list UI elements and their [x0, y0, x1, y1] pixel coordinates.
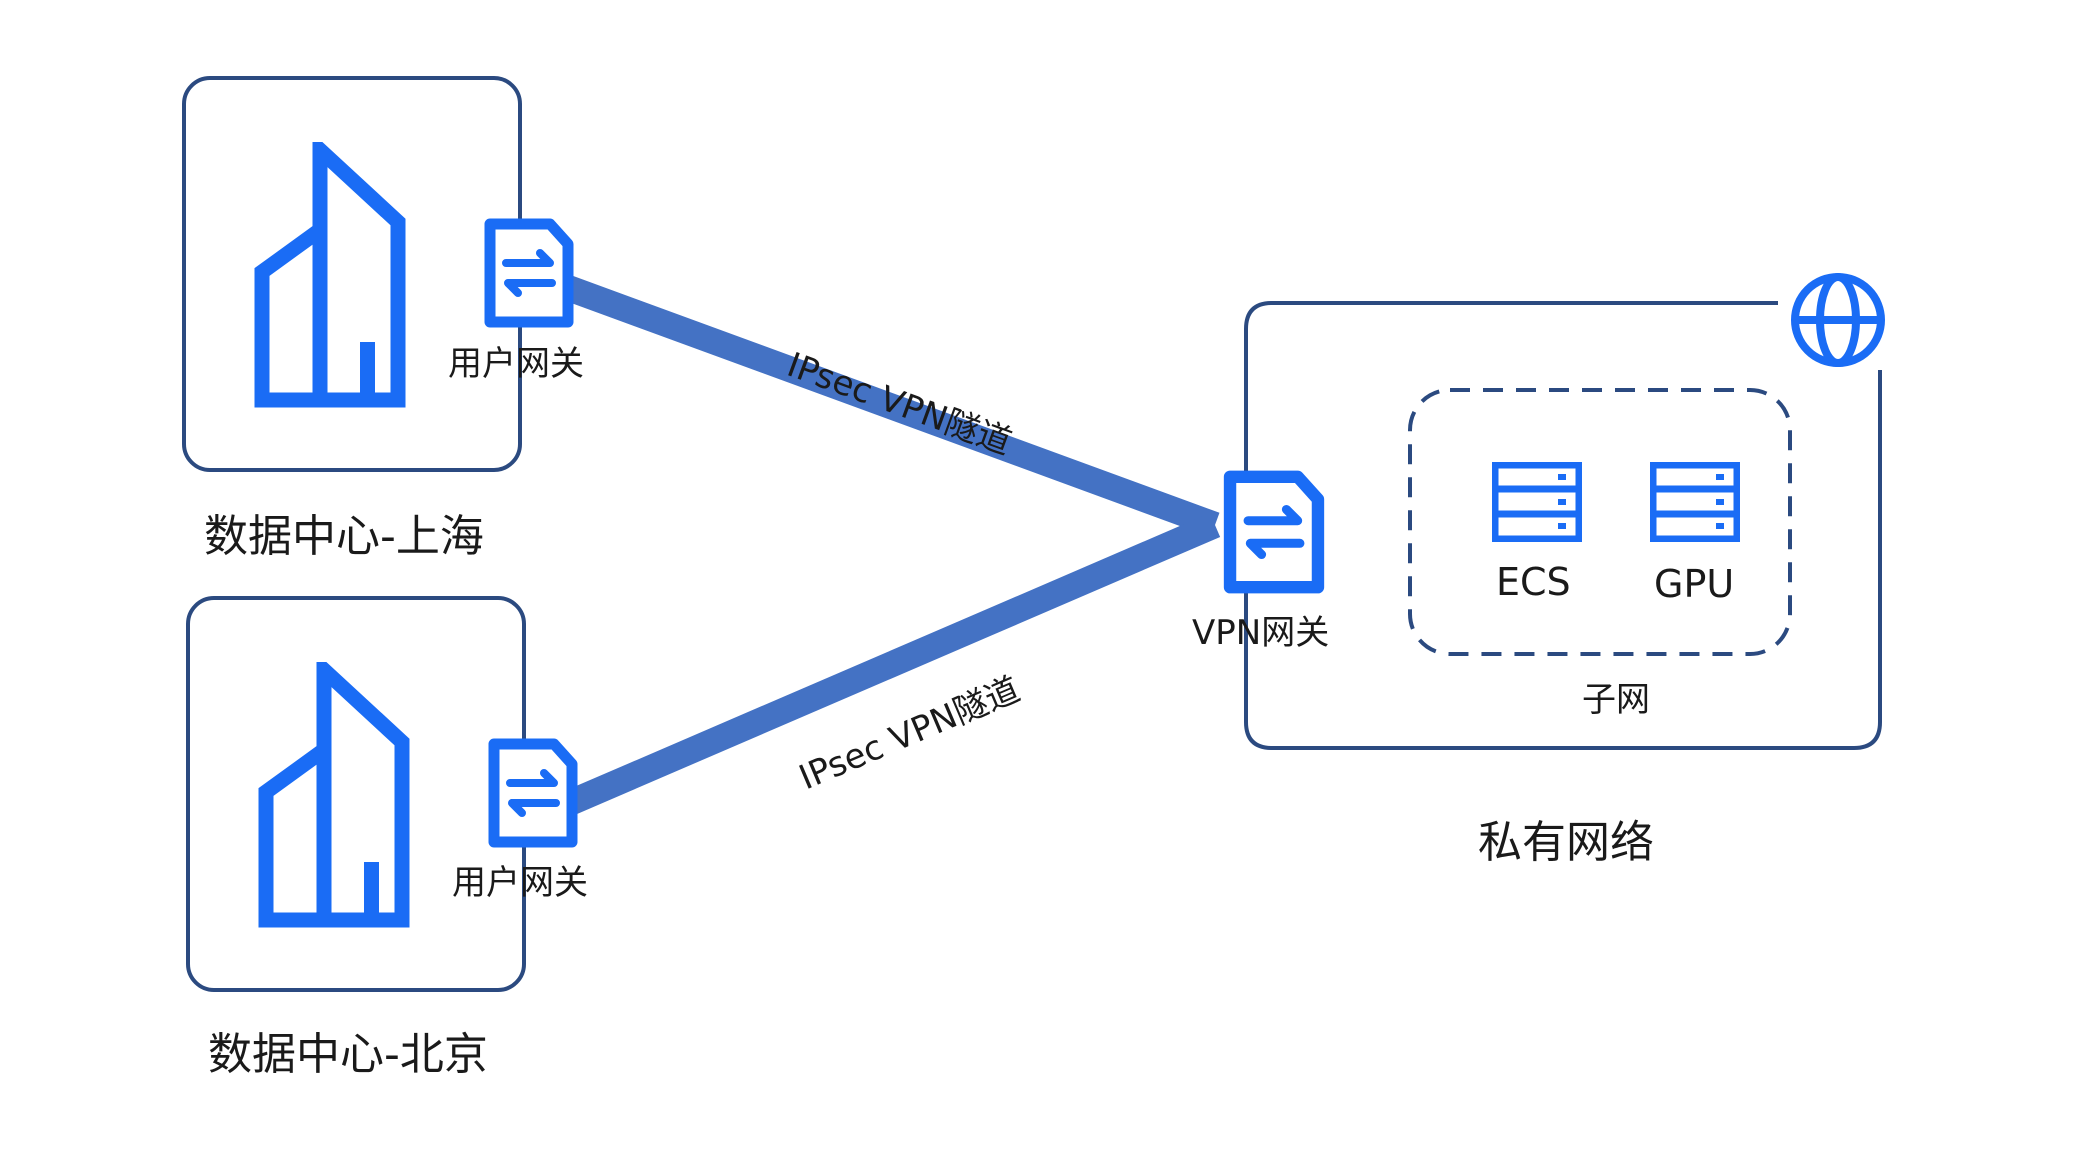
- user-gateway-label: 用户网关: [448, 344, 584, 384]
- globe-icon: [1791, 273, 1885, 367]
- subnet-box: [1408, 388, 1792, 656]
- datacenter-title: 数据中心-北京: [208, 1029, 488, 1080]
- gateway-document-icon: [490, 224, 568, 322]
- datacenter-beijing-box: [186, 596, 526, 992]
- datacenter-title: 数据中心-上海: [204, 511, 484, 562]
- server-icon: [1653, 465, 1737, 539]
- datacenter-shanghai-box: [182, 76, 522, 472]
- vpc-title: 私有网络: [1478, 817, 1654, 868]
- tunnel-beijing: [559, 513, 1221, 817]
- gpu-label: GPU: [1654, 562, 1735, 606]
- building-icon: [262, 150, 398, 400]
- server-icon: [1495, 465, 1579, 539]
- vpn-gateway-label: VPN网关: [1192, 613, 1330, 653]
- gateway-document-icon: [494, 744, 572, 842]
- gateway-document-icon: [1230, 477, 1318, 587]
- user-gateway-label: 用户网关: [452, 863, 588, 903]
- vpc-box: [1244, 301, 1882, 750]
- subnet-label: 子网: [1582, 680, 1650, 720]
- tunnel-shanghai: [555, 272, 1220, 538]
- ecs-label: ECS: [1496, 560, 1571, 604]
- building-icon: [266, 670, 402, 920]
